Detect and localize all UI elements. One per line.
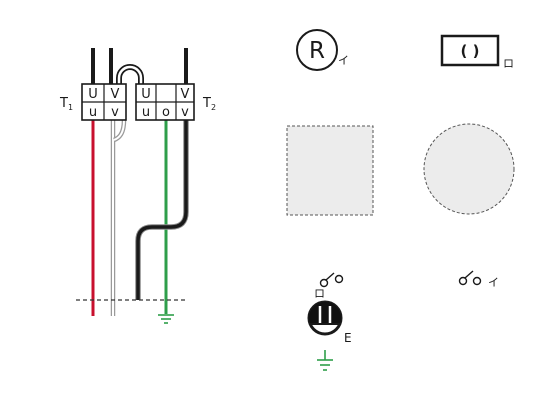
- wiring-panel: U V u v T1 U V u o v T2: [59, 48, 216, 324]
- switch-i-tag: イ: [488, 276, 499, 289]
- switch-icon: [319, 272, 344, 288]
- t2-subscript: 2: [211, 103, 216, 112]
- t1-bottom-u: u: [89, 105, 97, 120]
- terminal-label-t1: T1: [59, 96, 73, 112]
- dashed-circle-placeholder: [423, 123, 515, 215]
- t2-bottom-o: o: [162, 105, 170, 120]
- outlet-tag: E: [344, 331, 352, 345]
- terminal-block-t2: U V u o v: [135, 83, 195, 121]
- terminal-block-t1: U V u v: [81, 83, 127, 121]
- jumper-loop-core: [117, 65, 143, 84]
- ground-icon: [158, 314, 174, 324]
- switch-ro-tag: ロ: [314, 287, 325, 300]
- light-r-tag: イ: [338, 54, 349, 67]
- grounded-outlet-symbol: E: [307, 300, 352, 345]
- fixture-box-tag: ロ: [503, 57, 514, 70]
- switch-icon: [458, 270, 482, 286]
- t2-bottom-v: v: [181, 105, 189, 120]
- t1-subscript: 1: [68, 103, 73, 112]
- black-wire-return-outline: [135, 120, 189, 300]
- light-r-letter: R: [309, 38, 325, 64]
- t1-label: T: [59, 96, 68, 111]
- terminal-label-t2: T2: [202, 96, 216, 112]
- fixture-box-text: ( ): [461, 42, 480, 60]
- dashed-square-placeholder: [286, 125, 374, 216]
- t1-bottom-v: v: [111, 105, 119, 120]
- switch-ro-symbol: ロ: [314, 272, 344, 300]
- t2-top-v: V: [181, 87, 190, 102]
- t1-top-u: U: [88, 87, 98, 102]
- light-r-symbol: R イ: [296, 29, 349, 71]
- t2-label: T: [202, 96, 211, 111]
- t1-top-v: V: [111, 87, 120, 102]
- black-wire-return: [136, 120, 188, 300]
- ground-icon: [317, 350, 333, 371]
- t2-bottom-u: u: [142, 105, 150, 120]
- white-loop: [113, 119, 125, 141]
- fixture-box-symbol: ( ) ロ: [440, 34, 514, 70]
- t2-top-u: U: [141, 87, 151, 102]
- switch-i-symbol: イ: [458, 270, 499, 289]
